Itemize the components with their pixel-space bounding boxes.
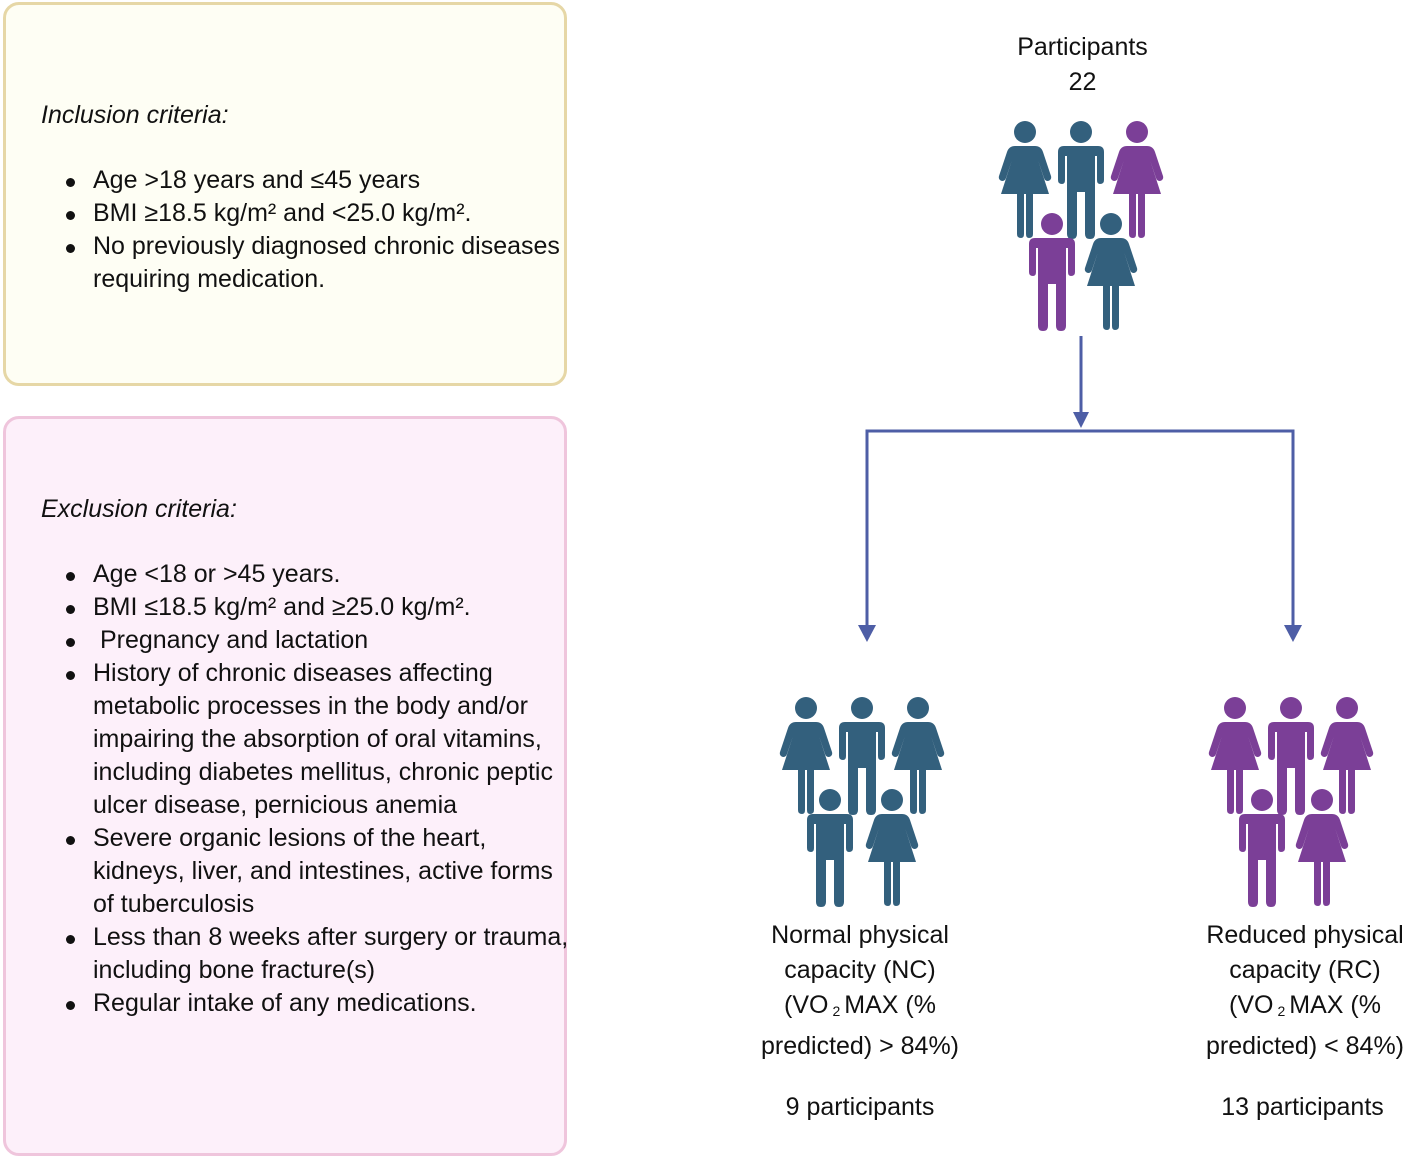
inclusion-list: Age >18 years and ≤45 years BMI ≥18.5 kg… [41, 164, 573, 296]
nc-label-line: predicted) > 84%) [760, 1032, 960, 1060]
participants-label: Participants [1017, 33, 1148, 61]
list-item: Age <18 or >45 years. [66, 558, 573, 591]
arrow-head-right [1284, 625, 1302, 642]
list-item: History of chronic diseases affecting me… [66, 657, 573, 822]
rc-label-line: Reduced physical [1206, 921, 1404, 949]
participants-header: Participants 22 [980, 30, 1185, 100]
nc-label-line: capacity (NC) [784, 956, 936, 984]
exclusion-title: Exclusion criteria: [41, 495, 237, 523]
list-item: Severe organic lesions of the heart, kid… [66, 822, 573, 921]
nc-count: 9 participants [785, 1093, 935, 1121]
inclusion-title: Inclusion criteria: [41, 101, 229, 129]
nc-label-line: Normal physical [771, 921, 949, 949]
inclusion-criteria-box: Inclusion criteria: Age >18 years and ≤4… [3, 2, 567, 386]
rc-label-line: predicted) < 84%) [1205, 1032, 1405, 1060]
man-icon [1058, 121, 1104, 239]
split-arrows [865, 336, 1295, 626]
list-item: Less than 8 weeks after surgery or traum… [66, 921, 573, 987]
list-item: Pregnancy and lactation [66, 624, 573, 657]
list-item: Age >18 years and ≤45 years [66, 164, 573, 197]
rc-count: 13 participants [1221, 1093, 1384, 1121]
arrow-head-left [858, 625, 876, 642]
people-group-icon-rc [1208, 697, 1374, 907]
arrow-head-top [1073, 412, 1089, 428]
people-group-icon-nc [779, 697, 945, 907]
people-group-icon-all [998, 121, 1164, 331]
list-item: Regular intake of any medications. [66, 987, 573, 1020]
man-icon [1268, 697, 1314, 815]
exclusion-list: Age <18 or >45 years. BMI ≤18.5 kg/m² an… [41, 558, 573, 1020]
exclusion-criteria-box: Exclusion criteria: Age <18 or >45 years… [3, 416, 568, 1156]
list-item: No previously diagnosed chronic diseases… [66, 230, 573, 296]
list-item: BMI ≤18.5 kg/m² and ≥25.0 kg/m². [66, 591, 573, 624]
rc-label-line: capacity (RC) [1229, 956, 1381, 984]
man-icon [839, 697, 885, 815]
list-item: BMI ≥18.5 kg/m² and <25.0 kg/m². [66, 197, 573, 230]
participants-total: 22 [1068, 68, 1097, 96]
arrow-branch-line [865, 429, 1295, 626]
